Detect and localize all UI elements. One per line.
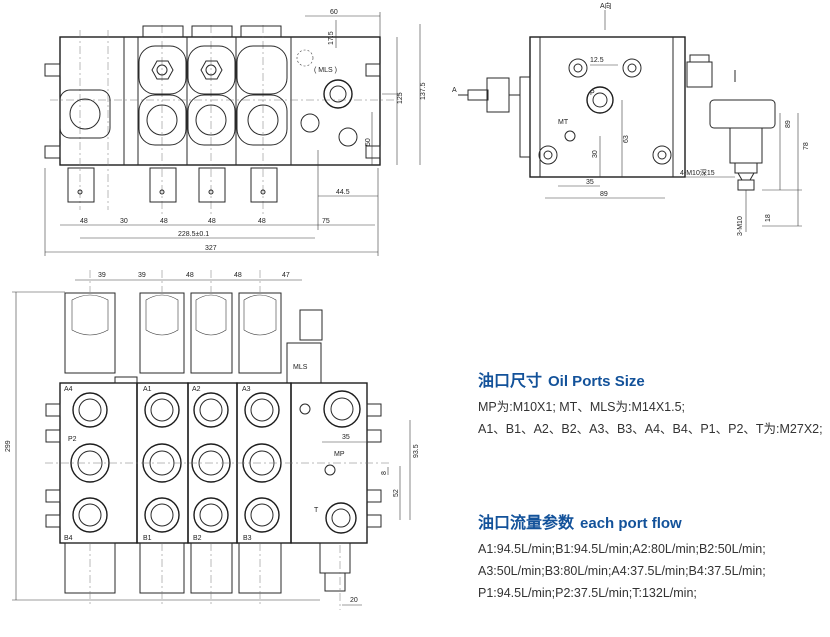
port-a2: A2 bbox=[192, 386, 201, 393]
oil-ports-title-en: Oil Ports Size bbox=[548, 373, 645, 390]
front-view: MLS bbox=[5, 270, 420, 610]
port-flow-heading: 油口流量参数 each port flow bbox=[478, 514, 766, 534]
port-b1: B1 bbox=[143, 535, 152, 542]
front-dim-48-a: 48 bbox=[186, 272, 194, 279]
oil-ports-line-2: A1、B1、A2、B2、A3、B3、A4、B4、P1、P2、T为:M27X2; bbox=[478, 422, 823, 436]
port-flow-section: 油口流量参数 each port flow A1:94.5L/min;B1:94.… bbox=[478, 514, 766, 604]
side-dim-89-b: 89 bbox=[785, 120, 792, 128]
side-dim-63: 63 bbox=[623, 135, 630, 143]
front-dim-299: 299 bbox=[5, 440, 12, 452]
oil-ports-heading: 油口尺寸 Oil Ports Size bbox=[478, 372, 823, 392]
front-dim-35: 35 bbox=[342, 434, 350, 441]
side-dim-18: 18 bbox=[765, 214, 772, 222]
a-view-label: A向 bbox=[600, 1, 612, 10]
port-flow-line-3: P1:94.5L/min;P2:37.5L/min;T:132L/min; bbox=[478, 586, 697, 600]
port-t: T bbox=[314, 507, 319, 514]
dim-50: 50 bbox=[365, 138, 372, 146]
port-flow-line-1: A1:94.5L/min;B1:94.5L/min;A2:80L/min;B2:… bbox=[478, 542, 766, 556]
dim-48-a: 48 bbox=[80, 218, 88, 225]
side-dim-35: 35 bbox=[586, 179, 594, 186]
dim-48-d: 48 bbox=[258, 218, 266, 225]
mls-label-top: ( MLS ) bbox=[314, 67, 337, 74]
port-b2: B2 bbox=[193, 535, 202, 542]
port-b4: B4 bbox=[64, 535, 73, 542]
dim-48-b: 48 bbox=[160, 218, 168, 225]
dim-30: 30 bbox=[120, 218, 128, 225]
dim-48-c: 48 bbox=[208, 218, 216, 225]
front-dim-39-a: 39 bbox=[98, 272, 106, 279]
port-flow-title-cn: 油口流量参数 bbox=[478, 515, 575, 532]
dim-75: 75 bbox=[322, 218, 330, 225]
front-dim-47: 47 bbox=[282, 272, 290, 279]
oil-ports-line-1: MP为:M10X1; MT、MLS为:M14X1.5; bbox=[478, 400, 686, 414]
port-p2: P2 bbox=[68, 436, 77, 443]
side-dim-12-5: 12.5 bbox=[590, 57, 604, 64]
side-view: A向 A P MT bbox=[452, 1, 810, 236]
front-dim-48-b: 48 bbox=[234, 272, 242, 279]
side-dim-78: 78 bbox=[803, 142, 810, 150]
front-port-mls: MLS bbox=[293, 364, 308, 371]
dim-327: 327 bbox=[205, 245, 217, 252]
dim-17-5: 17.5 bbox=[328, 31, 335, 45]
side-holes-4-m10: 4-M10深15 bbox=[680, 168, 715, 177]
top-view: 60 17.5 125 137.5 50 44.5 48 30 48 48 48… bbox=[44, 9, 427, 256]
side-dim-30: 30 bbox=[592, 150, 599, 158]
oil-ports-title-cn: 油口尺寸 bbox=[478, 373, 543, 390]
side-dim-89-a: 89 bbox=[600, 191, 608, 198]
port-flow-line-2: A3:50L/min;B3:80L/min;A4:37.5L/min;B4:37… bbox=[478, 564, 766, 578]
side-port-p: P bbox=[590, 90, 595, 97]
front-dim-20: 20 bbox=[350, 597, 358, 604]
arrow-a-label: A bbox=[452, 87, 457, 94]
front-dim-52: 52 bbox=[393, 489, 400, 497]
port-flow-title-en: each port flow bbox=[580, 515, 682, 532]
port-a1: A1 bbox=[143, 386, 152, 393]
port-b3: B3 bbox=[243, 535, 252, 542]
dim-44-5: 44.5 bbox=[336, 189, 350, 196]
oil-ports-section: 油口尺寸 Oil Ports Size MP为:M10X1; MT、MLS为:M1… bbox=[478, 372, 823, 440]
dim-137-5: 137.5 bbox=[420, 82, 427, 100]
dim-60: 60 bbox=[330, 9, 338, 16]
port-a3: A3 bbox=[242, 386, 251, 393]
dim-228-5: 228.5±0.1 bbox=[178, 231, 209, 238]
port-mp: MP bbox=[334, 451, 345, 458]
dim-125: 125 bbox=[397, 92, 404, 104]
front-dim-39-b: 39 bbox=[138, 272, 146, 279]
side-port-mt: MT bbox=[558, 119, 569, 126]
front-dim-8: 8 bbox=[381, 471, 388, 475]
port-a4: A4 bbox=[64, 386, 73, 393]
side-dim-3-m10: 3-M10 bbox=[737, 216, 744, 236]
front-dim-93-5: 93.5 bbox=[413, 444, 420, 458]
